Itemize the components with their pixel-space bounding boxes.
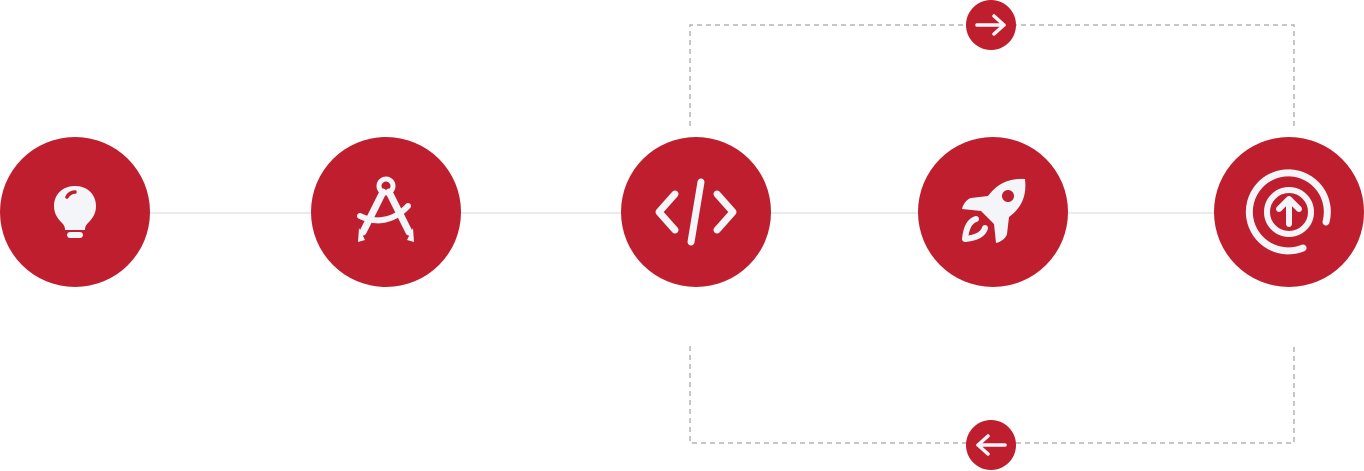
step-deploy: [1214, 137, 1364, 287]
arrow-right-icon: [975, 14, 1006, 36]
step-idea: [0, 137, 150, 287]
compass-icon: [357, 176, 414, 242]
step-launch: [918, 137, 1068, 287]
step-develop: [621, 137, 771, 287]
loop-back-badge: [966, 420, 1016, 470]
upload-cycle-icon: [1245, 169, 1331, 255]
arrow-left-icon: [976, 434, 1007, 456]
rocket-icon: [962, 178, 1026, 243]
lightbulb-icon: [54, 186, 96, 238]
loop-forward-badge: [966, 0, 1016, 50]
step-design: [311, 137, 461, 287]
code-icon: [655, 178, 737, 246]
